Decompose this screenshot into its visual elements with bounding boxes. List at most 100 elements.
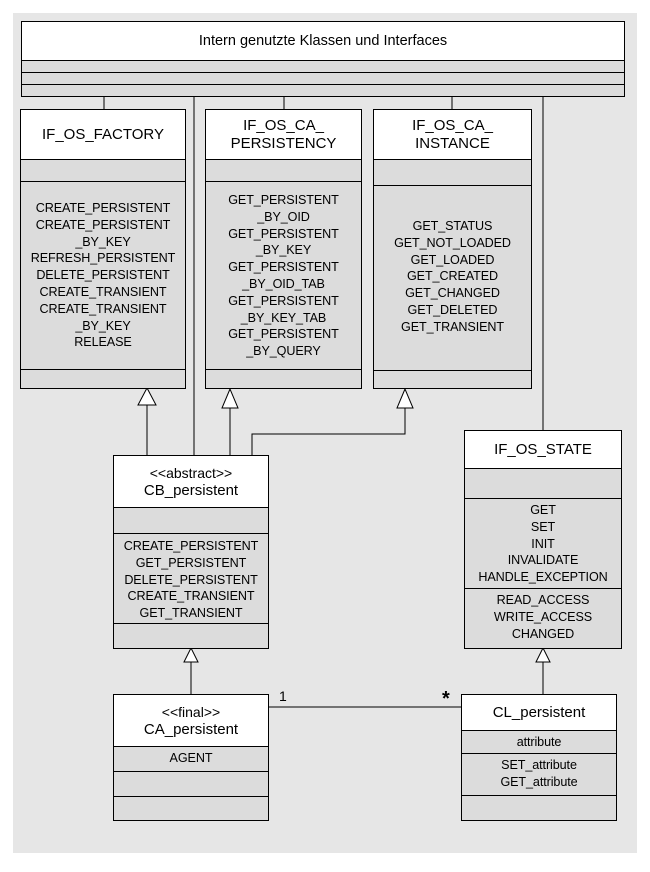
event: WRITE_ACCESS	[493, 609, 593, 624]
class-cb-persistent[interactable]: <<abstract>> CB_persistent CREATE_PERSIS…	[113, 455, 269, 649]
class-name-line: CB_persistent	[143, 481, 239, 499]
class-ca-persistent[interactable]: <<final>> CA_persistent AGENT	[113, 694, 269, 821]
method: GET_attribute	[500, 774, 578, 789]
generalization-arrow-cb-persistent	[183, 646, 199, 663]
method: GET_TRANSIENT	[401, 319, 504, 334]
bottom-compartment	[374, 370, 531, 388]
methods-compartment: GET SET INIT INVALIDATE HANDLE_EXCEPTION	[465, 498, 621, 588]
method: _BY_QUERY	[246, 344, 321, 359]
multiplicity-ca-end: 1	[279, 688, 287, 704]
attributes-compartment: AGENT	[114, 746, 268, 771]
class-if-os-state[interactable]: IF_OS_STATE GET SET INIT INVALIDATE HAND…	[464, 430, 622, 649]
attributes-compartment	[114, 507, 268, 533]
attributes-compartment	[206, 159, 361, 181]
bottom-compartment	[21, 369, 185, 388]
package-title: Intern genutzte Klassen und Interfaces	[198, 33, 448, 49]
class-name: CL_persistent	[462, 695, 616, 730]
attributes-compartment	[465, 468, 621, 498]
attribute: attribute	[516, 735, 562, 749]
method: GET_CHANGED	[405, 286, 500, 301]
method: GET_TRANSIENT	[139, 606, 243, 621]
method: SET_attribute	[501, 758, 577, 772]
class-name-line: IF_OS_STATE	[494, 440, 592, 458]
class-name: IF_OS_STATE	[465, 431, 621, 468]
method: _BY_OID_TAB	[242, 276, 325, 291]
class-name-line: PERSISTENCY	[230, 134, 337, 152]
class-cl-persistent[interactable]: CL_persistent attribute SET_attribute GE…	[461, 694, 617, 821]
attributes-compartment: attribute	[462, 730, 616, 753]
method: _BY_KEY	[255, 243, 312, 258]
generalization-arrow-if-os-state	[535, 646, 551, 663]
method: _BY_KEY	[75, 318, 131, 333]
method: GET	[530, 503, 556, 517]
class-name: <<final>> CA_persistent	[114, 695, 268, 746]
method: DELETE_PERSISTENT	[36, 268, 170, 283]
method: GET_STATUS	[412, 219, 493, 233]
class-name: IF_OS_CA_ PERSISTENCY	[206, 110, 361, 159]
method: HANDLE_EXCEPTION	[478, 570, 608, 585]
methods-compartment: SET_attribute GET_attribute	[462, 753, 616, 795]
method: GET_PERSISTENT	[228, 193, 339, 207]
events-compartment: READ_ACCESS WRITE_ACCESS CHANGED	[465, 588, 621, 648]
class-name-line: CA_persistent	[143, 720, 239, 738]
generalization-arrow-if-os-ca-persistency	[221, 387, 239, 409]
class-stereotype: <<abstract>>	[149, 464, 233, 481]
method: GET_PERSISTENT	[228, 226, 339, 241]
multiplicity-cl-end: *	[442, 688, 450, 710]
package-compartment-1	[22, 60, 624, 72]
methods-compartment: GET_STATUS GET_NOT_LOADED GET_LOADED GET…	[374, 185, 531, 370]
class-name-line: IF_OS_FACTORY	[42, 125, 164, 143]
bottom-compartment	[206, 369, 361, 388]
method: _BY_KEY	[75, 234, 131, 249]
generalization-line-cb-to-if-os-ca-instance	[251, 408, 406, 456]
method: CREATE_TRANSIENT	[39, 284, 167, 299]
methods-compartment: CREATE_PERSISTENT GET_PERSISTENT DELETE_…	[114, 533, 268, 623]
methods-compartment	[114, 771, 268, 796]
class-name-line: IF_OS_CA_	[243, 116, 324, 134]
method: _BY_KEY_TAB	[240, 310, 327, 325]
event: READ_ACCESS	[496, 593, 590, 607]
method: CREATE_PERSISTENT	[35, 217, 171, 232]
method: GET_PERSISTENT	[228, 293, 339, 308]
package-compartment-2	[22, 72, 624, 84]
method: GET_NOT_LOADED	[394, 235, 511, 250]
methods-compartment: GET_PERSISTENT _BY_OID GET_PERSISTENT _B…	[206, 181, 361, 369]
method: CREATE_TRANSIENT	[127, 589, 255, 604]
method: CREATE_PERSISTENT	[35, 201, 171, 215]
class-name: <<abstract>> CB_persistent	[114, 456, 268, 507]
methods-compartment: CREATE_PERSISTENT CREATE_PERSISTENT _BY_…	[21, 181, 185, 369]
bottom-compartment	[462, 795, 616, 820]
method: GET_LOADED	[410, 252, 495, 267]
class-name: IF_OS_FACTORY	[21, 110, 185, 159]
package-compartment-3	[22, 84, 624, 96]
bottom-compartment	[114, 623, 268, 648]
package-box: Intern genutzte Klassen und Interfaces	[21, 21, 625, 97]
generalization-arrow-if-os-factory	[137, 386, 157, 406]
attributes-compartment	[374, 159, 531, 185]
method: CREATE_PERSISTENT	[123, 539, 259, 553]
class-name-line: IF_OS_CA_	[412, 116, 493, 134]
class-if-os-factory[interactable]: IF_OS_FACTORY CREATE_PERSISTENT CREATE_P…	[20, 109, 186, 389]
method: GET_PERSISTENT	[228, 260, 339, 275]
class-if-os-ca-persistency[interactable]: IF_OS_CA_ PERSISTENCY GET_PERSISTENT _BY…	[205, 109, 362, 389]
method: GET_CREATED	[406, 269, 499, 284]
method: INIT	[531, 536, 555, 551]
method: GET_PERSISTENT	[135, 555, 247, 570]
method: DELETE_PERSISTENT	[124, 572, 258, 587]
event: CHANGED	[511, 626, 575, 641]
method: RELEASE	[74, 335, 132, 350]
method: CREATE_TRANSIENT	[39, 301, 167, 316]
method: GET_DELETED	[407, 302, 498, 317]
class-name-line: INSTANCE	[415, 134, 490, 152]
attribute: AGENT	[169, 751, 213, 765]
bottom-compartment	[114, 796, 268, 820]
method: INVALIDATE	[507, 553, 579, 568]
method: _BY_OID	[257, 209, 310, 224]
method: REFRESH_PERSISTENT	[30, 251, 176, 266]
class-stereotype: <<final>>	[161, 703, 221, 720]
attributes-compartment	[21, 159, 185, 181]
generalization-arrow-if-os-ca-instance	[396, 387, 414, 409]
class-if-os-ca-instance[interactable]: IF_OS_CA_ INSTANCE GET_STATUS GET_NOT_LO…	[373, 109, 532, 389]
